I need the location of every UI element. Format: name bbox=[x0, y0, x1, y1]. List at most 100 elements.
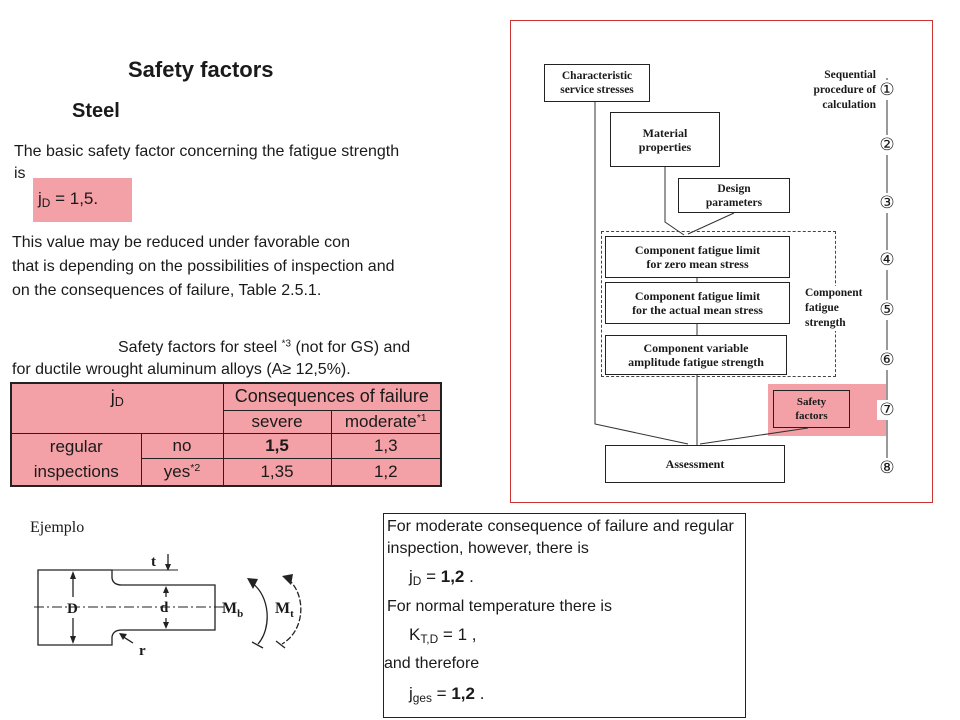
formula-tail: . bbox=[474, 684, 485, 703]
column-severe: severe bbox=[222, 409, 332, 434]
cell-moderate: 1,3 bbox=[330, 432, 442, 459]
box-variable-amplitude: Component variable amplitude fatigue str… bbox=[605, 335, 787, 375]
column-moderate: moderate*1 bbox=[330, 409, 442, 434]
formula-subscript: D bbox=[412, 573, 422, 588]
moment-subscript: b bbox=[237, 608, 243, 620]
page-title: Safety factors bbox=[128, 57, 274, 82]
shaft-outline bbox=[37, 569, 216, 646]
strength-label-line: Component bbox=[805, 287, 863, 299]
box-safety-factors: Safety factors bbox=[773, 390, 850, 428]
box-design-parameters: Design parameters bbox=[678, 178, 790, 213]
sequence-label: Sequential procedure of calculation bbox=[780, 68, 877, 113]
step-3-icon: ③ bbox=[877, 193, 897, 213]
column-moderate-label: moderate bbox=[344, 412, 417, 431]
box-line: parameters bbox=[705, 196, 763, 209]
section-heading: Steel bbox=[72, 100, 120, 122]
row-group-line: regular bbox=[49, 437, 103, 457]
arrowhead-icon bbox=[282, 574, 293, 585]
reduction-line: that is depending on the possibilities o… bbox=[12, 258, 395, 275]
formula-symbol: K bbox=[409, 625, 421, 644]
row-group-label: regular inspections bbox=[10, 432, 142, 487]
formula-subscript: ges bbox=[412, 690, 432, 705]
formula-value: 1,2 bbox=[440, 567, 465, 586]
dim-t-label: t bbox=[151, 554, 156, 570]
formula-equals: = bbox=[421, 567, 441, 586]
formula-symbol: j bbox=[409, 684, 413, 703]
formula-subscript: T,D bbox=[420, 631, 439, 646]
box-material-properties: Material properties bbox=[610, 112, 720, 167]
intro-line: is bbox=[14, 165, 26, 182]
reduction-paragraph: This value may be reduced under favorabl… bbox=[12, 231, 394, 303]
arrowhead-icon bbox=[70, 636, 76, 644]
example-label: Ejemplo bbox=[30, 519, 85, 536]
step-7-icon: ⑦ bbox=[877, 400, 897, 420]
table-subheader-row: severe moderate*1 bbox=[11, 409, 442, 434]
strength-label-line: fatigue bbox=[805, 302, 839, 314]
jd-result-formula: jD = 1,2 . bbox=[409, 567, 474, 587]
sequence-label-line: procedure of bbox=[813, 84, 877, 96]
column-moderate-note: *1 bbox=[416, 412, 427, 425]
moment-symbol: M bbox=[222, 600, 237, 617]
step-2-icon: ② bbox=[877, 135, 897, 155]
formula-equals: = bbox=[431, 684, 452, 703]
arrowhead-icon bbox=[163, 622, 169, 629]
table-row: yes*2 1,35 1,2 bbox=[11, 457, 442, 487]
table-header-consequences: Consequences of failure bbox=[222, 382, 442, 411]
box-zero-mean-stress: Component fatigue limit for zero mean st… bbox=[605, 236, 790, 278]
sequence-label-line: Sequential bbox=[824, 69, 876, 81]
formula-equals: = bbox=[438, 625, 458, 644]
torsion-moment-label: Mt bbox=[275, 600, 294, 620]
sequence-label-line: calculation bbox=[822, 99, 876, 111]
step-8-icon: ⑧ bbox=[877, 458, 897, 478]
cell-moderate: 1,2 bbox=[330, 457, 442, 487]
box-line: Characteristic bbox=[561, 70, 633, 82]
reduction-line: This value may be reduced under favorabl… bbox=[12, 234, 350, 251]
formula-value: 1 bbox=[457, 625, 468, 644]
connector-line bbox=[699, 427, 809, 445]
step-4-icon: ④ bbox=[877, 250, 897, 270]
arrowhead-icon bbox=[247, 578, 258, 589]
torsion-moment-arc bbox=[281, 578, 302, 645]
caption-text: Safety factors for steel bbox=[118, 339, 282, 356]
formula-highlight bbox=[33, 178, 132, 222]
box-line: Component fatigue limit bbox=[634, 289, 761, 303]
flowchart-frame bbox=[510, 20, 933, 503]
box-line: Design bbox=[717, 182, 751, 195]
reduction-line: on the consequences of failure, Table 2.… bbox=[12, 282, 322, 299]
table-row: regular inspections no 1,5 1,3 bbox=[10, 432, 442, 487]
box-line: for zero mean stress bbox=[646, 257, 749, 271]
shaft-diagram: t D d r Mb Mt bbox=[34, 554, 302, 659]
note-line: For normal temperature there is bbox=[387, 598, 612, 615]
box-line: Material bbox=[642, 125, 688, 140]
bending-moment-arc bbox=[251, 582, 268, 645]
box-line: amplitude fatigue strength bbox=[628, 355, 764, 369]
step-1-icon: ① bbox=[877, 80, 897, 100]
box-line: Component fatigue limit bbox=[634, 243, 761, 257]
connector-line bbox=[664, 167, 685, 236]
jges-formula: jges = 1,2 . bbox=[409, 684, 484, 704]
torsion-moment-tick bbox=[275, 640, 286, 649]
moment-subscript: t bbox=[290, 608, 294, 620]
step-5-icon: ⑤ bbox=[877, 300, 897, 320]
note-line: inspection, however, there is bbox=[387, 540, 589, 557]
arrowhead-icon bbox=[119, 633, 127, 640]
box-line: factors bbox=[795, 410, 828, 422]
connector-line bbox=[687, 212, 735, 235]
table-caption-line: Safety factors for steel *3 (not for GS)… bbox=[118, 337, 410, 359]
box-actual-mean-stress: Component fatigue limit for the actual m… bbox=[605, 282, 790, 324]
row-label: no bbox=[140, 432, 224, 459]
caption-text: (not for GS) and bbox=[291, 339, 411, 356]
bending-moment-label: Mb bbox=[222, 600, 243, 620]
box-line: Component variable bbox=[643, 341, 749, 355]
formula-subscript: D bbox=[41, 195, 51, 210]
box-line: for the actual mean stress bbox=[632, 303, 763, 317]
box-line: service stresses bbox=[560, 84, 634, 96]
header-symbol: j bbox=[110, 387, 115, 407]
row-label-note: *2 bbox=[190, 462, 201, 475]
intro-line: The basic safety factor concerning the f… bbox=[14, 143, 400, 160]
connector-line bbox=[594, 102, 689, 445]
result-note-box: For moderate consequence of failure and … bbox=[383, 513, 746, 718]
arrowhead-icon bbox=[70, 571, 76, 579]
intro-paragraph: The basic safety factor concerning the f… bbox=[14, 141, 399, 185]
